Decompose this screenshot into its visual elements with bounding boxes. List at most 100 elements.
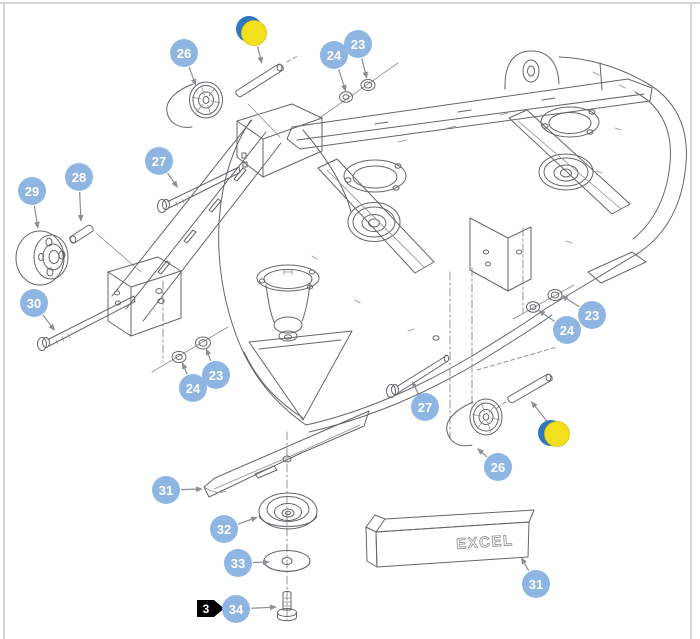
highlight-marker-0[interactable] [236, 16, 267, 64]
callout-arrowhead [190, 78, 197, 86]
callout-number: 24 [560, 323, 575, 338]
callout-bubble[interactable] [553, 316, 581, 344]
callout-24-16[interactable]: 24 [538, 310, 581, 344]
deck-line-art [95, 50, 687, 621]
bolt-right [386, 354, 450, 398]
roller-shaft-bottom [507, 373, 553, 404]
callout-31-17[interactable]: 31 [521, 557, 550, 598]
callout-number: 33 [231, 556, 245, 571]
callout-28-4[interactable]: 28 [65, 163, 93, 222]
callout-arrow [183, 367, 188, 375]
callout-arrow [250, 606, 272, 609]
callout-bubble[interactable] [522, 570, 550, 598]
callout-number: 24 [327, 48, 342, 63]
blade-right-mounted [508, 109, 631, 215]
callout-arrowhead [269, 604, 277, 611]
callout-arrow [414, 386, 419, 394]
callout-bubble[interactable] [224, 549, 252, 577]
callout-bubble[interactable] [222, 595, 250, 623]
callout-bubble[interactable] [179, 374, 207, 402]
blade-center-mounted [317, 158, 435, 274]
callout-arrow [33, 205, 38, 224]
callout-bubble[interactable] [210, 515, 238, 543]
callout-number: 23 [351, 37, 365, 52]
callout-bubble[interactable] [202, 361, 230, 389]
callout-bubble[interactable] [320, 41, 348, 69]
callout-27-3[interactable]: 27 [145, 147, 178, 188]
callout-arrowhead [257, 56, 263, 64]
excel-box: EXCEL [365, 509, 535, 568]
callout-bubble[interactable] [20, 289, 48, 317]
callout-arrow [361, 58, 367, 74]
callout-bubble[interactable] [170, 39, 198, 67]
callout-arrowhead [538, 310, 546, 317]
callout-arrowhead [171, 180, 178, 188]
callout-33-11[interactable]: 33 [224, 549, 270, 577]
callout-number: 32 [217, 522, 231, 537]
callout-bubble[interactable] [65, 163, 93, 191]
callout-23-2[interactable]: 23 [344, 30, 372, 79]
callout-number: 27 [418, 400, 432, 415]
roller-shaft-top [235, 63, 284, 98]
callout-34-12[interactable]: 34 [222, 595, 277, 623]
callout-arrowhead [48, 323, 55, 331]
gauge-wheel [15, 230, 69, 286]
callout-bubble[interactable] [578, 301, 606, 329]
blade-loose [203, 410, 370, 498]
callout-arrowhead [182, 362, 188, 370]
callout-32-10[interactable]: 32 [210, 515, 258, 543]
deck-right-end [544, 80, 687, 310]
callout-number: 31 [529, 577, 543, 592]
highlight-yellow-dot[interactable] [544, 421, 570, 447]
callout-23-15[interactable]: 23 [561, 295, 606, 329]
callout-26-0[interactable]: 26 [170, 39, 198, 86]
spindle-right [538, 106, 600, 191]
callout-arrowhead [77, 214, 84, 222]
callout-arrow [542, 312, 555, 322]
loose-parts: EXCEL [15, 62, 575, 622]
callout-26-14[interactable]: 26 [477, 448, 512, 481]
roller-top-left [166, 81, 223, 128]
callout-30-6[interactable]: 30 [20, 289, 55, 331]
callout-arrow [481, 451, 488, 458]
callout-number: 29 [25, 184, 39, 199]
callout-arrow [237, 518, 253, 525]
callout-arrowhead [195, 486, 203, 492]
callout-arrow [256, 46, 262, 59]
callout-29-5[interactable]: 29 [18, 177, 46, 229]
callout-arrowhead [521, 557, 527, 565]
highlight-yellow-dot[interactable] [241, 20, 267, 46]
callout-number: 34 [229, 602, 244, 617]
callout-number: 28 [72, 170, 86, 185]
callout-23-8[interactable]: 23 [202, 348, 230, 389]
belt-shield [286, 78, 653, 150]
callout-arrowhead [477, 448, 485, 455]
callout-24-7[interactable]: 24 [179, 362, 207, 402]
callout-arrowhead [34, 221, 40, 229]
callout-bubble[interactable] [145, 147, 173, 175]
callout-bubble[interactable] [18, 177, 46, 205]
callout-arrow [534, 405, 549, 424]
callout-number: 27 [152, 154, 166, 169]
roller-bottom-right [446, 398, 503, 447]
rear-roller-dome [504, 50, 644, 91]
spindle-housing-front [256, 264, 320, 342]
callout-bubble[interactable] [484, 453, 512, 481]
callout-bubble[interactable] [411, 393, 439, 421]
blade-bolt [277, 591, 297, 622]
callout-24-1[interactable]: 24 [320, 41, 348, 92]
callout-bubble[interactable] [152, 476, 180, 504]
spindle-cup [258, 492, 318, 530]
callout-number: 23 [209, 368, 223, 383]
callout-arrowhead [412, 381, 418, 389]
roller-pocket [236, 103, 323, 178]
callout-bubble[interactable] [344, 30, 372, 58]
callout-27-13[interactable]: 27 [411, 381, 439, 421]
highlight-marker-1[interactable] [531, 401, 570, 447]
callout-arrowhead [262, 559, 270, 566]
callout-31-9[interactable]: 31 [152, 476, 203, 504]
gauge-arm [95, 119, 282, 322]
